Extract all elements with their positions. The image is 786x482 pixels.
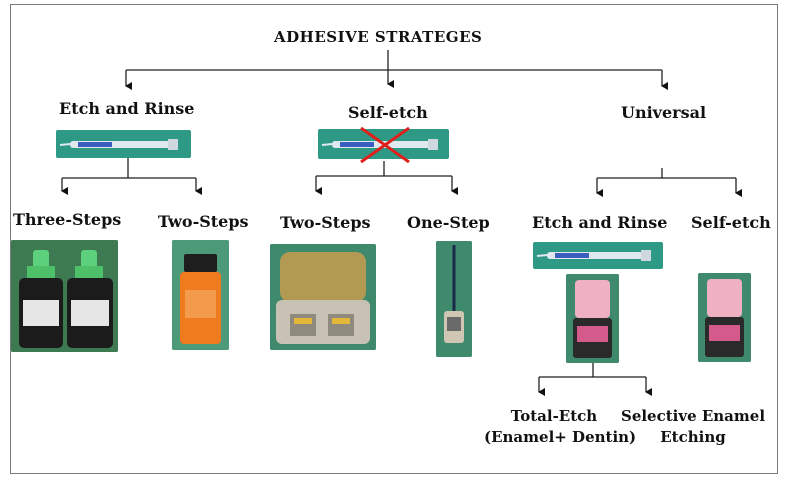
label-se-two-steps: Two-Steps xyxy=(280,213,371,232)
universal-er-bottle-photo xyxy=(566,274,619,363)
two-steps-orange-bottle-photo xyxy=(172,240,229,350)
universal-se-bottle-photo xyxy=(698,273,751,362)
self-etch-two-steps-kit-photo xyxy=(270,244,376,350)
label-three-steps: Three-Steps xyxy=(13,210,122,229)
leaf-total-etch: Total-Etch (Enamel+ Dentin) xyxy=(484,406,637,448)
branch-self-etch: Self-etch xyxy=(348,103,428,122)
crossed-syringe-icon xyxy=(321,139,438,150)
applicator-icon xyxy=(436,241,472,357)
selective-line1: Selective Enamel xyxy=(620,407,766,425)
syringe-photo-etch-rinse xyxy=(56,130,191,158)
label-one-step: One-Step xyxy=(407,213,490,232)
label-universal-etch-and-rinse: Etch and Rinse xyxy=(532,213,668,232)
branch-etch-and-rinse: Etch and Rinse xyxy=(59,99,195,118)
three-steps-bottles-photo xyxy=(11,240,118,352)
pink-bottle-icon xyxy=(698,273,751,362)
green-cap-bottles-icon xyxy=(11,240,118,352)
one-step-applicator-photo xyxy=(436,241,472,357)
orange-bottle-icon xyxy=(172,240,229,350)
total-etch-line2: (Enamel+ Dentin) xyxy=(484,428,637,446)
leaf-selective-enamel: Selective Enamel Etching xyxy=(618,406,768,448)
pink-bottle-icon xyxy=(566,274,619,363)
syringe-photo-universal xyxy=(533,242,663,269)
red-x-cross-icon xyxy=(360,126,410,164)
branch-universal: Universal xyxy=(621,103,707,122)
syringe-icon xyxy=(536,250,651,261)
label-er-two-steps: Two-Steps xyxy=(158,212,249,231)
diagram-title: ADHESIVE STRATEGES xyxy=(274,28,483,46)
label-universal-self-etch: Self-etch xyxy=(691,213,771,232)
selective-line2: Etching xyxy=(660,428,726,446)
syringe-icon xyxy=(59,139,178,150)
gold-kit-icon xyxy=(270,244,376,350)
total-etch-line1: Total-Etch xyxy=(510,407,598,425)
